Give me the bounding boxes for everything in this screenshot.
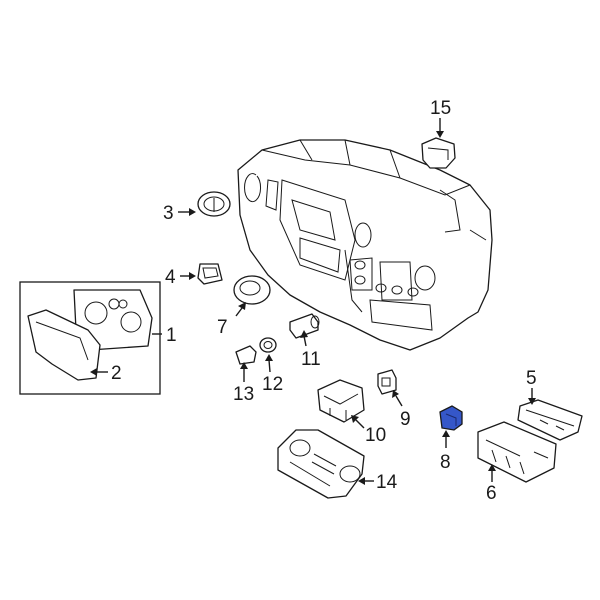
callout-14: 14 — [376, 472, 398, 493]
instrument-cluster-group — [19, 281, 161, 395]
callout-4: 4 — [165, 267, 176, 288]
part-10-module — [317, 379, 365, 423]
callout-7: 7 — [217, 317, 228, 338]
callout-3: 3 — [163, 203, 174, 224]
part-6-switch-panel — [477, 421, 557, 483]
part-8-highlighted-switch — [439, 405, 463, 431]
callout-8: 8 — [440, 452, 451, 473]
part-11-socket — [289, 313, 320, 339]
part-3-headlamp-switch — [197, 191, 231, 217]
callout-2: 2 — [111, 363, 122, 384]
part-7-knob — [233, 275, 271, 305]
callout-9: 9 — [400, 409, 411, 430]
part-9-switch — [377, 369, 397, 395]
callout-6: 6 — [486, 483, 497, 504]
part-13-knob — [235, 345, 257, 365]
part-12-ring — [259, 337, 277, 353]
part-15-switch — [421, 137, 456, 169]
callout-15: 15 — [430, 98, 451, 119]
callout-10: 10 — [365, 425, 386, 446]
part-5-switch-panel — [517, 399, 583, 441]
dashboard-illustration — [237, 139, 493, 351]
callout-1: 1 — [166, 325, 177, 346]
callout-13: 13 — [233, 384, 254, 405]
part-4-switch — [197, 263, 223, 285]
callout-5: 5 — [526, 368, 537, 389]
callout-12: 12 — [262, 374, 283, 395]
leader-lines — [90, 118, 536, 485]
callout-labels: 15 3 4 7 1 2 11 12 13 9 10 5 8 6 14 — [111, 98, 537, 504]
part-14-climate-control — [277, 429, 365, 499]
callout-11: 11 — [301, 349, 321, 370]
